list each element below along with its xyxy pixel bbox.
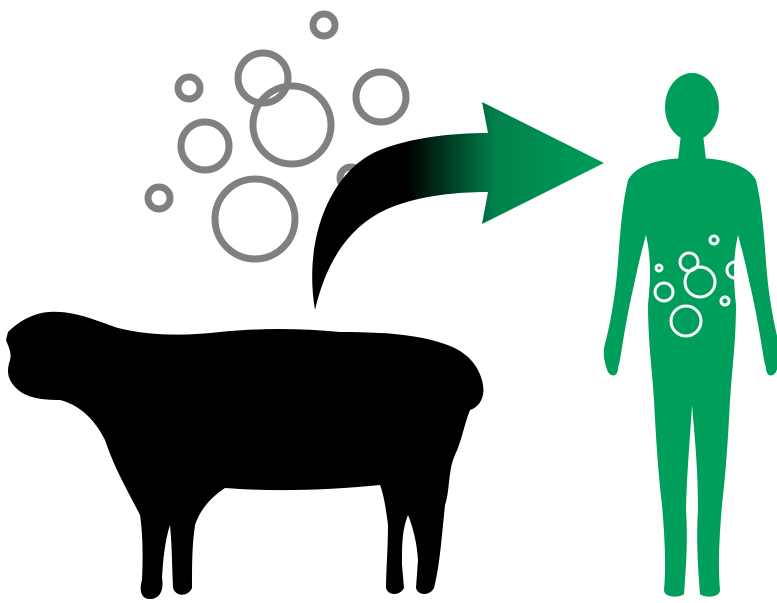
bubbles-icon <box>148 14 406 259</box>
bubble <box>181 122 229 170</box>
transfer-arrow-icon <box>312 102 604 310</box>
human-silhouette-icon <box>604 73 777 597</box>
bubble <box>215 179 295 259</box>
bubble <box>253 86 331 164</box>
sheep-silhouette-icon <box>6 312 483 599</box>
bubble <box>178 77 200 99</box>
bubble <box>313 14 335 36</box>
bubble <box>356 72 406 122</box>
bubble <box>148 187 170 209</box>
